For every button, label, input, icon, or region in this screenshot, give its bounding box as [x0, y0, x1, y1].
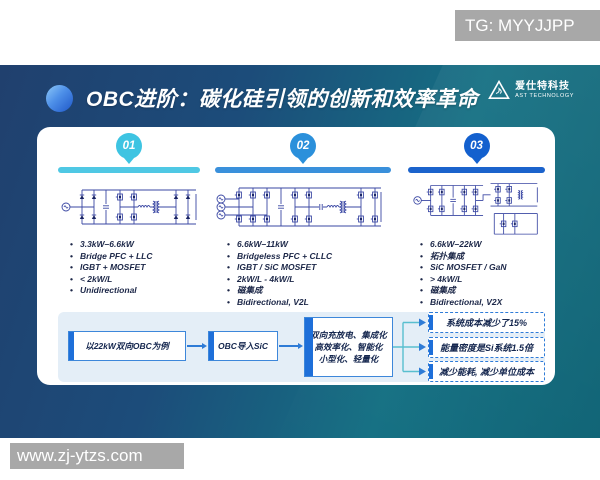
bullet: 2kW/L - 4kW/L: [227, 274, 391, 286]
bullet: Bridgeless PFC + CLLC: [227, 251, 391, 263]
watermark-bottom-left: www.zj-ytzs.com: [10, 443, 184, 469]
bullet: 磁集成: [420, 285, 545, 297]
slide-title: OBC进阶：碳化硅引领的创新和效率革命: [86, 88, 479, 111]
company-name-en: AST TECHNOLOGY: [515, 92, 574, 99]
slide-header: OBC进阶：碳化硅引领的创新和效率革命: [46, 77, 576, 119]
flow-arrow-2-icon: [279, 342, 303, 349]
flow-step-2: OBC导入SiC: [208, 331, 278, 361]
result-box-2-label: 能量密度是Si系统1.5倍: [439, 342, 533, 353]
stage-1-bullets: 3.3kW–6.6kW Bridge PFC + LLC IGBT + MOSF…: [58, 239, 200, 297]
stage-3-bullets: 6.6kW–22kW 拓扑集成 SiC MOSFET / GaN > 4kW/L…: [408, 239, 545, 308]
content-card: 01: [37, 127, 555, 385]
flow-step-1-label: 以22kW双向OBC为例: [85, 341, 169, 351]
bullet: Unidirectional: [70, 285, 200, 297]
flow-step-2-label: OBC导入SiC: [217, 341, 269, 351]
result-box-1-accent: [429, 315, 433, 330]
flow-arrow-1-icon: [187, 342, 207, 349]
branch-connector-icon: [393, 318, 426, 376]
bullet: 拓扑集成: [420, 251, 545, 263]
bullet: < 2kW/L: [70, 274, 200, 286]
bullet: Bidirectional, V2L: [227, 297, 391, 309]
slide: OBC进阶：碳化硅引领的创新和效率革命 爱仕特科技 AST TECHNOLOGY…: [0, 65, 600, 438]
stage-2-bar: [215, 167, 391, 173]
result-box-3: 减少能耗, 减少单位成本: [428, 361, 545, 382]
flow-panel: 以22kW双向OBC为例 OBC导入SiC 双向充放电、集成化 高效率化、智能化…: [58, 312, 545, 382]
result-box-3-accent: [429, 364, 433, 379]
flow-step-2-accent: [209, 332, 214, 360]
flow-step-1-accent: [69, 332, 74, 360]
ast-triangle-logo-icon: [488, 80, 510, 99]
result-box-3-label: 减少能耗, 减少单位成本: [438, 367, 534, 377]
bullet: Bridge PFC + LLC: [70, 251, 200, 263]
result-box-1: 系统成本减少了15%: [428, 312, 545, 333]
stage-2-badge: 02: [290, 133, 316, 159]
bullet: IGBT + MOSFET: [70, 262, 200, 274]
flow-step-3: 双向充放电、集成化 高效率化、智能化 小型化、轻量化: [304, 317, 393, 377]
stage-column-3: 03: [408, 133, 545, 308]
stage-1-badge: 01: [116, 133, 142, 159]
company-name-cn: 爱仕特科技: [515, 80, 571, 92]
bullet: 6.6kW–22kW: [420, 239, 545, 251]
bullet: 6.6kW–11kW: [227, 239, 391, 251]
flow-step-3-accent: [305, 318, 313, 376]
stage-3-badge: 03: [463, 133, 490, 159]
circuit-diagram-stage-1: [61, 189, 197, 225]
stage-2-bullets: 6.6kW–11kW Bridgeless PFC + CLLC IGBT / …: [215, 239, 391, 308]
result-box-1-label: 系统成本减少了15%: [445, 318, 527, 328]
bullet: Bidirectional, V2X: [420, 297, 545, 309]
stage-3-bar: [408, 167, 545, 173]
title-bullet-logo-icon: [46, 84, 73, 112]
bullet: 磁集成: [227, 285, 391, 297]
flow-step-3-line: 小型化、轻量化: [318, 354, 379, 364]
watermark-top-right: TG: MYYJJPP: [455, 10, 600, 41]
circuit-diagram-stage-2: [216, 187, 382, 227]
company-logo: 爱仕特科技 AST TECHNOLOGY: [488, 80, 574, 100]
stage-column-2: 02: [215, 133, 391, 308]
stage-column-1: 01: [58, 133, 200, 297]
bullet: > 4kW/L: [420, 274, 545, 286]
bullet: IGBT / SiC MOSFET: [227, 262, 391, 274]
result-box-2: 能量密度是Si系统1.5倍: [428, 336, 545, 358]
circuit-diagram-stage-3: [413, 183, 538, 235]
bullet: SiC MOSFET / GaN: [420, 262, 545, 274]
result-box-2-accent: [429, 339, 433, 355]
stage-1-bar: [58, 167, 200, 173]
bullet: 3.3kW–6.6kW: [70, 239, 200, 251]
flow-step-3-line: 双向充放电、集成化: [310, 330, 387, 340]
flow-step-3-line: 高效率化、智能化: [314, 342, 383, 352]
flow-step-1: 以22kW双向OBC为例: [68, 331, 186, 361]
